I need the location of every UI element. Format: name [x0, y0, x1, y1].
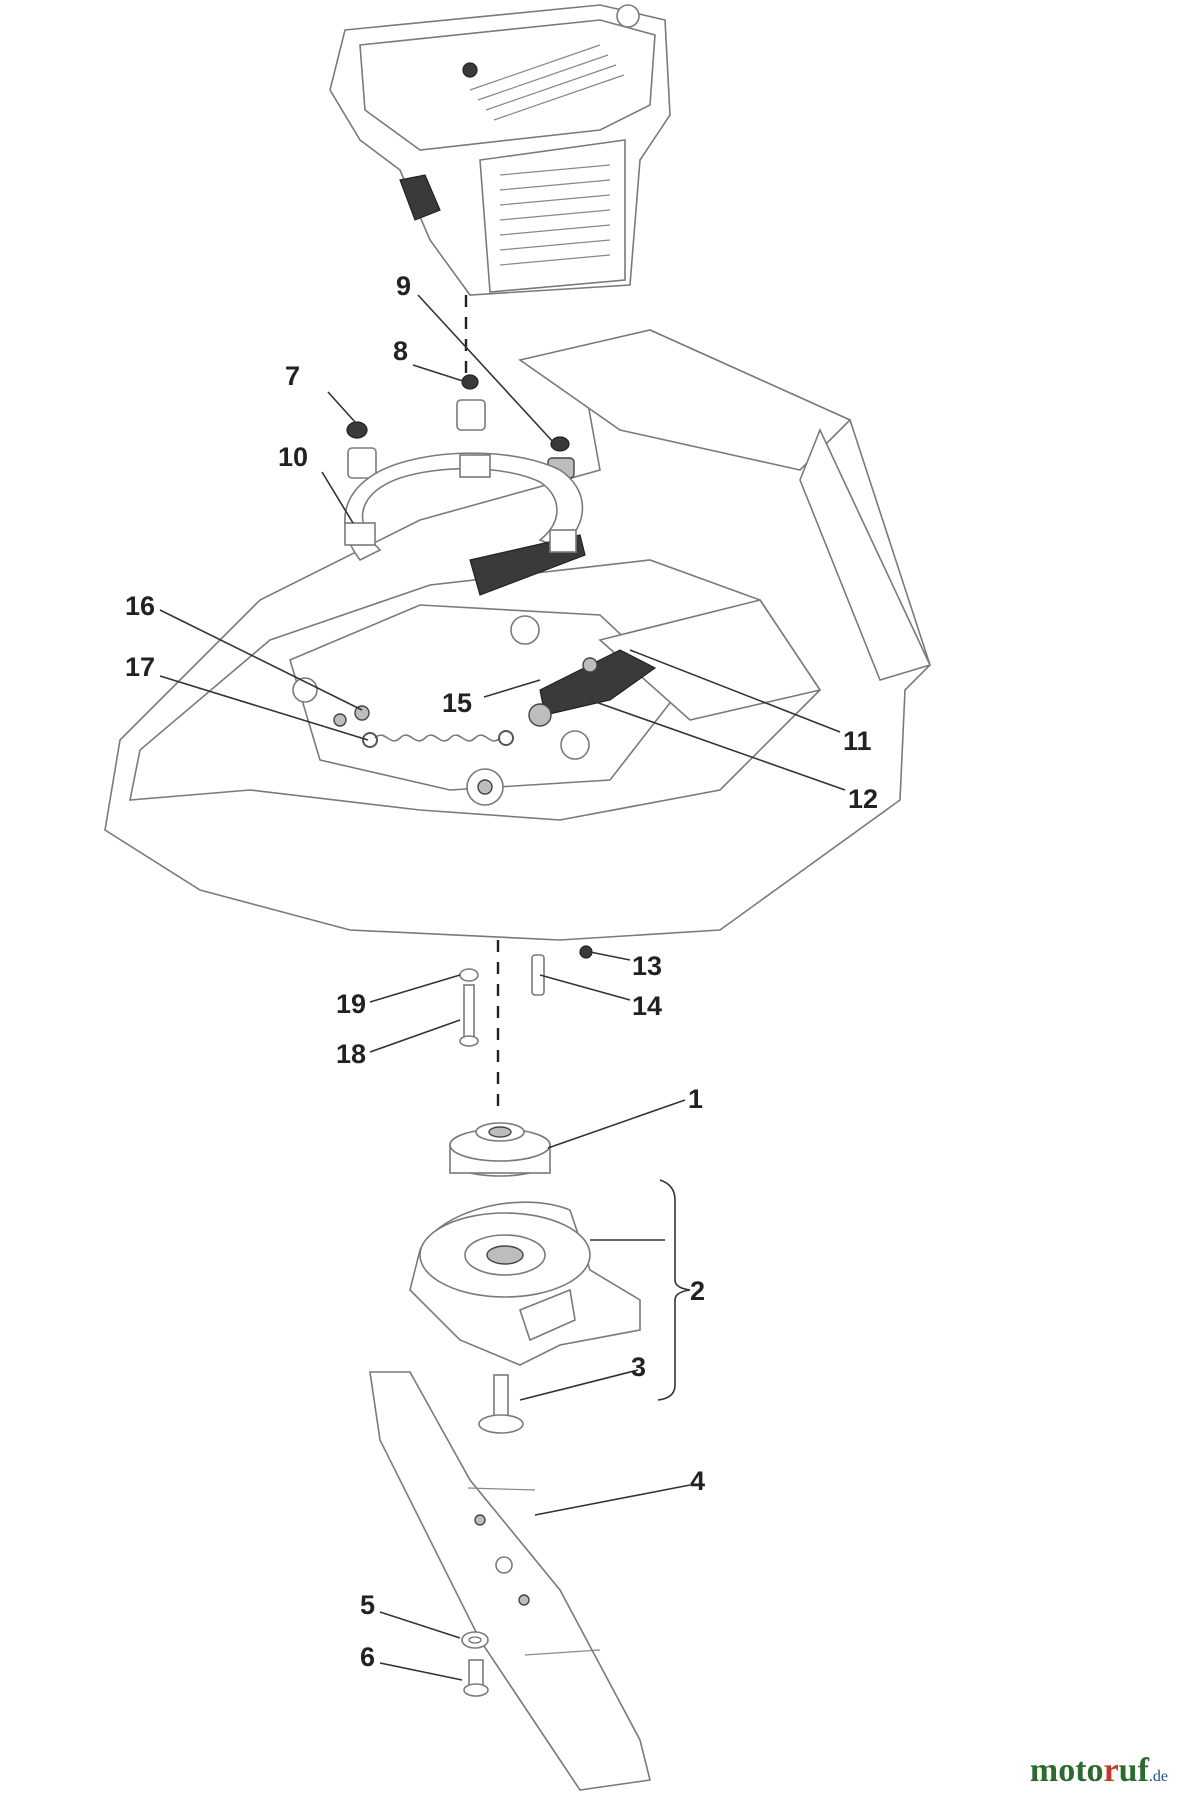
leader-lines	[159, 294, 846, 1681]
callout-15: 15	[442, 688, 472, 718]
mower-deck-illustration	[104, 329, 932, 941]
callout-3: 3	[631, 1352, 646, 1382]
watermark-part-2: r	[1103, 1752, 1119, 1789]
callout-17: 17	[125, 652, 155, 682]
callout-19: 19	[336, 989, 366, 1019]
brake-lever-part	[528, 649, 657, 727]
assembly-axis	[464, 295, 500, 1115]
callout-10: 10	[278, 442, 308, 472]
callout-16: 16	[125, 591, 155, 621]
brake-ring-part	[344, 452, 586, 596]
bolt-part	[478, 1374, 524, 1434]
clutch-part	[409, 1201, 641, 1366]
callout-18: 18	[336, 1039, 366, 1069]
engine-illustration	[329, 4, 671, 296]
callout-11: 11	[843, 726, 872, 756]
callout-7: 7	[285, 361, 300, 391]
screw-part	[463, 1659, 489, 1697]
fastener-parts-top	[346, 374, 575, 479]
washer-part	[461, 1631, 489, 1649]
blade-part	[369, 1371, 651, 1791]
watermark-part-3: uf	[1118, 1752, 1149, 1789]
callout-14: 14	[632, 991, 662, 1021]
callout-4: 4	[690, 1466, 705, 1496]
callout-13: 13	[632, 951, 662, 981]
fastener-parts-mid	[459, 945, 593, 1047]
callout-2: 2	[690, 1276, 705, 1306]
callout-8: 8	[393, 336, 408, 366]
callout-9: 9	[396, 271, 411, 301]
watermark-part-4: .de	[1148, 1768, 1168, 1785]
callout-1: 1	[688, 1084, 703, 1114]
callout-6: 6	[360, 1642, 375, 1672]
watermark-part-1: moto	[1029, 1752, 1104, 1789]
callout-labels: 1 2 3 4 5 6 7 8 9 10 11 12 13 14 15 16 1…	[125, 271, 878, 1672]
watermark-logo: motoruf.de	[1030, 1752, 1168, 1790]
pulley-part	[449, 1122, 551, 1177]
spring-part	[354, 705, 514, 748]
callout-12: 12	[848, 784, 878, 814]
callout-5: 5	[360, 1590, 375, 1620]
